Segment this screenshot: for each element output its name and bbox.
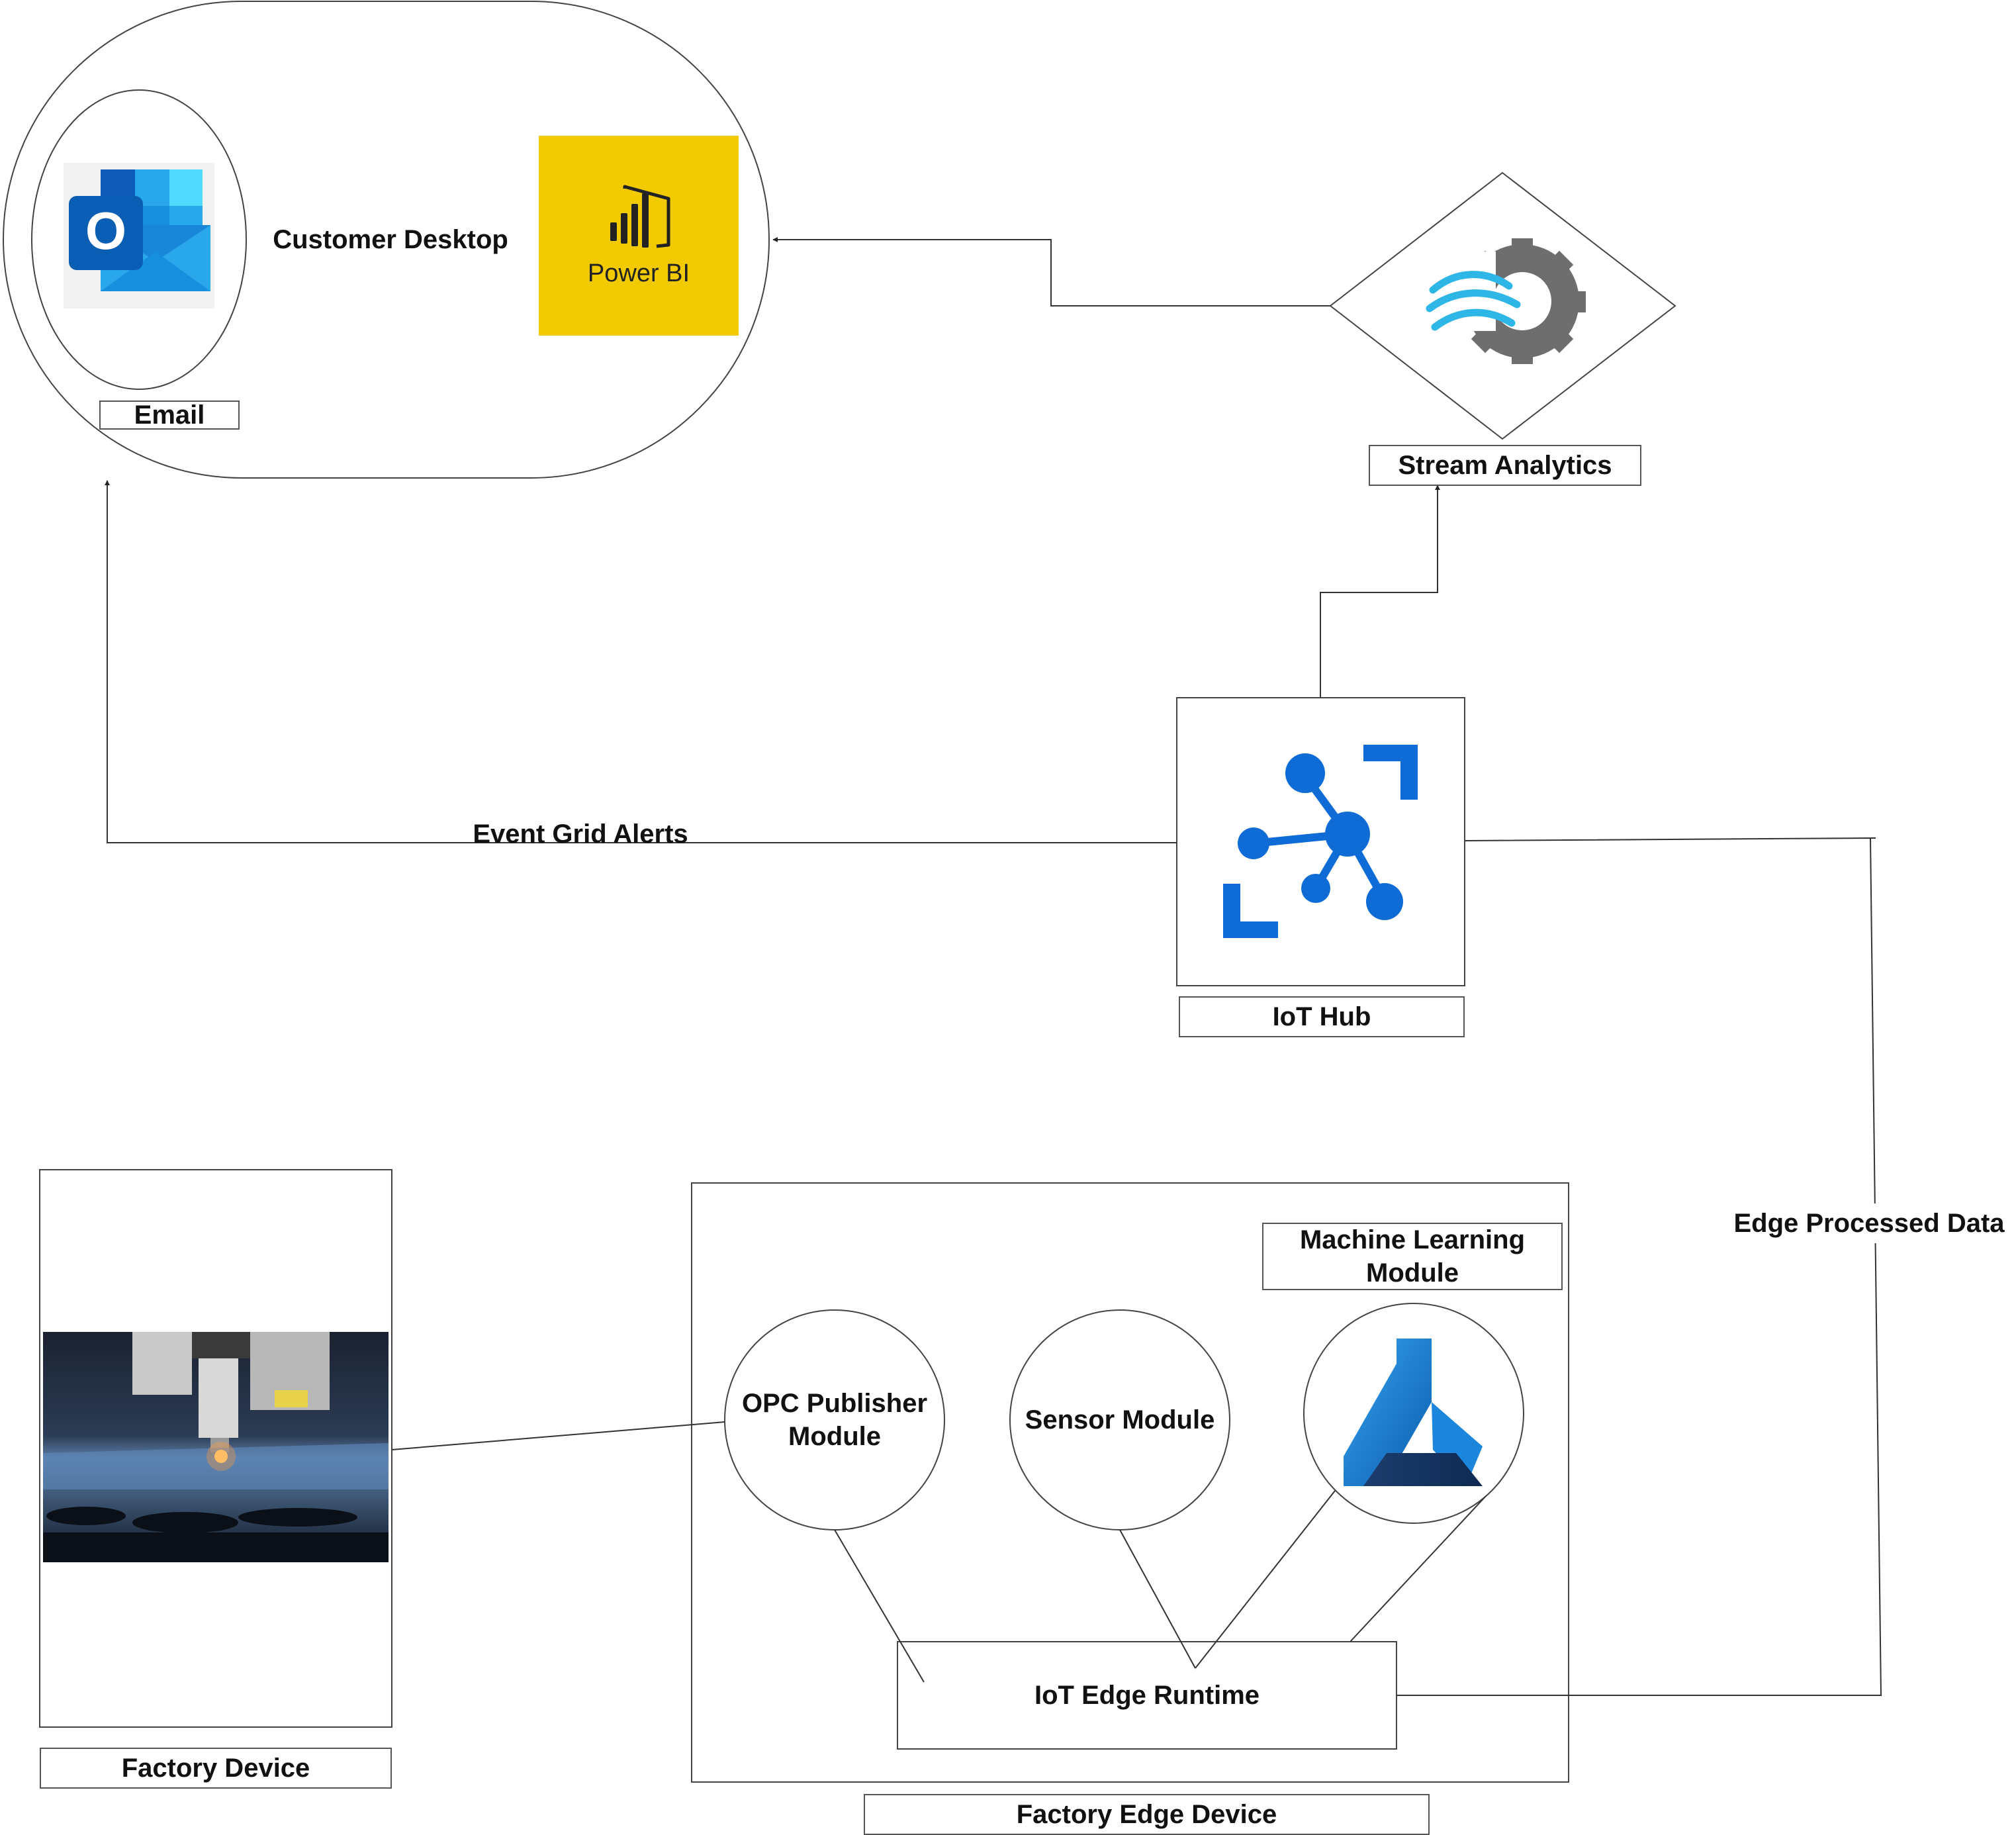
email-label: Email	[99, 400, 240, 430]
factory-device-label: Factory Device	[40, 1748, 392, 1789]
outlook-letter: O	[85, 201, 126, 260]
opc-to-runtime-line	[834, 1529, 925, 1683]
iot-edge-runtime-label: IoT Edge Runtime	[1034, 1681, 1260, 1710]
iot-hub-box	[1176, 697, 1465, 986]
factory-edge-device-box	[691, 1182, 1569, 1783]
outlook-icon: O	[64, 163, 214, 308]
ml-module-label: Machine Learning Module	[1262, 1223, 1563, 1290]
customer-desktop-title: Customer Desktop	[273, 225, 508, 254]
sensor-to-runtime-line	[1119, 1529, 1196, 1669]
opc-publisher-label-line1: OPC Publisher	[741, 1389, 928, 1418]
stream-analytics-label: Stream Analytics	[1369, 445, 1641, 486]
opc-publisher-label: OPC Publisher Module	[728, 1384, 941, 1456]
iot-hub-icon	[1223, 745, 1418, 938]
iot-hub-label: IoT Hub	[1179, 996, 1465, 1037]
powerbi-text: Power BI	[588, 259, 690, 287]
iot-edge-runtime-box	[897, 1641, 1397, 1750]
ml-module-label-line2: Module	[1366, 1258, 1459, 1288]
event-grid-alerts-label: Event Grid Alerts	[473, 820, 688, 849]
factory-edge-device-label: Factory Edge Device	[864, 1794, 1430, 1835]
laser-cutter-photo	[43, 1332, 389, 1562]
hub-to-stream-arrow	[1320, 485, 1440, 698]
stream-to-desktop-arrow	[772, 237, 1330, 306]
ml-to-runtime-line-2	[1350, 1495, 1487, 1642]
edge-processed-data-label: Edge Processed Data	[1723, 1203, 2015, 1243]
machine-learning-icon	[1344, 1339, 1483, 1486]
ml-to-runtime-line-1	[1195, 1490, 1336, 1669]
edge-to-hub-line	[1397, 837, 1882, 1696]
opc-publisher-label-line2: Module	[788, 1422, 881, 1451]
ml-module-label-line1: Machine Learning	[1299, 1225, 1526, 1254]
event-grid-alerts-arrow	[105, 480, 1177, 843]
device-to-opc-line	[391, 1421, 725, 1450]
sensor-module-label: Sensor Module	[1025, 1405, 1215, 1435]
customer-desktop-boundary	[3, 0, 770, 479]
powerbi-icon: Power BI	[539, 136, 739, 336]
email-ellipse	[31, 89, 247, 390]
